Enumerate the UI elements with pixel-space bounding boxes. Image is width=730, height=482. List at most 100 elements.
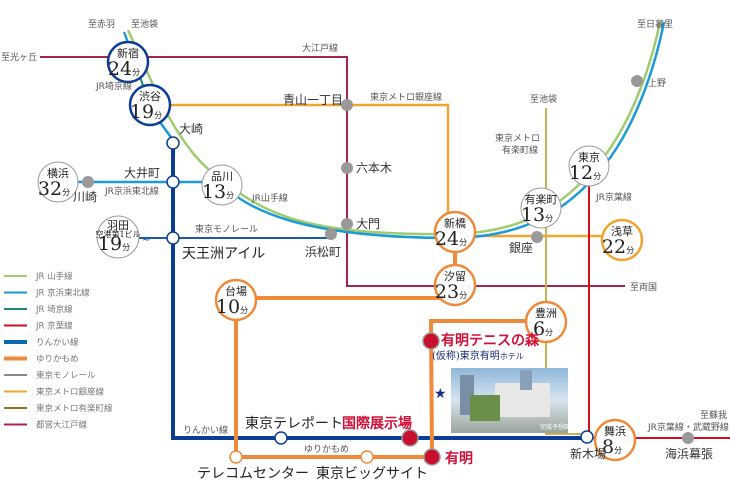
station-circle	[201, 164, 243, 206]
legend-label: JR 京浜東北線	[35, 288, 90, 299]
kaihin-node[interactable]	[682, 432, 694, 444]
hamamatsucho-node[interactable]	[325, 228, 337, 240]
legend-label: JR 埼京線	[35, 304, 73, 315]
monorail-break-icon: ≈	[142, 234, 150, 245]
travel-time-value: 19	[98, 233, 122, 255]
legend-label: 東京メトロ銀座線	[36, 387, 105, 398]
station-circle	[593, 418, 637, 462]
star-icon: ★	[434, 386, 447, 402]
travel-time-value: 6	[533, 318, 545, 340]
travel-time-unit: 分	[459, 238, 467, 247]
travel-time-value: 19	[130, 101, 154, 123]
travel-time: 24分	[435, 228, 467, 250]
dir-ikebukuro-yurakucho: 至池袋	[530, 93, 557, 105]
legend-label: ゆりかもめ	[36, 355, 79, 365]
bigsight-node[interactable]	[360, 450, 374, 464]
keihin-tohoku-line	[148, 21, 666, 240]
station-circle	[96, 215, 140, 259]
travel-time: 19分	[130, 101, 162, 123]
travel-time: 23分	[435, 281, 467, 303]
station-name: 舞浜	[604, 425, 626, 438]
travel-time: 24分	[108, 58, 140, 80]
hotel-label-b: ホテル	[500, 352, 524, 361]
station-tennis: 有明テニスの森	[441, 332, 540, 349]
travel-time: 10分	[216, 296, 248, 318]
telecom-node[interactable]	[229, 450, 243, 464]
travel-time-value: 32	[38, 178, 62, 200]
kokusai-node[interactable]	[401, 429, 419, 447]
station-name: 羽田	[107, 219, 129, 232]
shinkiba-node[interactable]	[580, 430, 594, 444]
aoyama-node[interactable]	[341, 99, 353, 111]
travel-time-value: 22	[602, 236, 626, 258]
ueno-node[interactable]	[631, 75, 643, 87]
travel-time-unit: 分	[545, 328, 553, 337]
travel-time-unit: 分	[614, 446, 622, 455]
roppongi-node[interactable]	[341, 162, 353, 174]
image-caption: 完成予想図	[540, 423, 570, 431]
station-name: 新宿	[117, 46, 139, 60]
station-aoyama: 青山一丁目	[283, 93, 343, 107]
station-osaki: 大崎	[179, 122, 203, 136]
oimachi-node[interactable]	[166, 175, 180, 189]
travel-time-unit: 分	[240, 306, 248, 315]
ginza-node[interactable]	[531, 231, 543, 243]
label-yurakucho-1: 東京メトロ	[495, 132, 540, 144]
dir-hikarigaoka: 至光ヶ丘	[1, 51, 37, 63]
station-circle	[128, 83, 172, 127]
travel-time-value: 23	[435, 281, 459, 303]
station-circle	[37, 161, 79, 203]
travel-time-unit: 分	[226, 191, 234, 200]
travel-time-unit: 分	[154, 111, 162, 120]
label-ginza: 東京メトロ銀座線	[370, 91, 442, 103]
travel-time-value: 24	[435, 228, 459, 250]
daimon-node[interactable]	[341, 218, 353, 230]
station-tennozu: 天王洲アイル	[182, 246, 265, 262]
label-yurakucho-2: 有楽町線	[502, 144, 538, 156]
station-circle	[568, 145, 610, 187]
osaki-node[interactable]	[166, 136, 180, 150]
tennis-node[interactable]	[422, 332, 440, 350]
label-yurikamome: ゆりかもめ	[304, 444, 349, 455]
station-hamamatsucho: 浜松町	[305, 245, 341, 259]
station-name: 東京	[578, 150, 600, 164]
station-bigsight: 東京ビッグサイト	[316, 466, 428, 482]
station-roppongi: 六本木	[356, 161, 392, 175]
dir-ryogoku: 至両国	[630, 282, 657, 293]
station-circle	[600, 218, 644, 262]
travel-time: 8分	[602, 436, 622, 458]
station-ueno: 上野	[648, 78, 666, 89]
station-oimachi: 大井町	[124, 166, 160, 180]
label-saikyo: JR埼京線	[95, 80, 132, 92]
dir-nippori: 至日暮里	[637, 18, 673, 30]
station-telecom: テレコムセンター	[197, 466, 309, 482]
tennozu-node[interactable]	[166, 231, 180, 245]
teleport-node[interactable]	[274, 431, 288, 445]
dir-akabane: 至赤羽	[88, 19, 115, 30]
station-circle	[433, 263, 477, 307]
kawasaki-node[interactable]	[82, 176, 94, 188]
ariake-node[interactable]	[423, 448, 441, 466]
station-name: 横浜	[47, 166, 69, 180]
station-ariake: 有明	[445, 450, 473, 467]
label-rinkai: りんかい線	[183, 424, 228, 436]
station-name: 新橋	[444, 216, 466, 230]
station-circle	[520, 187, 562, 229]
hotel-label: (仮称)東京有明ホテル	[432, 349, 524, 362]
legend-label: りんかい線	[36, 337, 79, 348]
travel-time: 13分	[202, 181, 234, 203]
